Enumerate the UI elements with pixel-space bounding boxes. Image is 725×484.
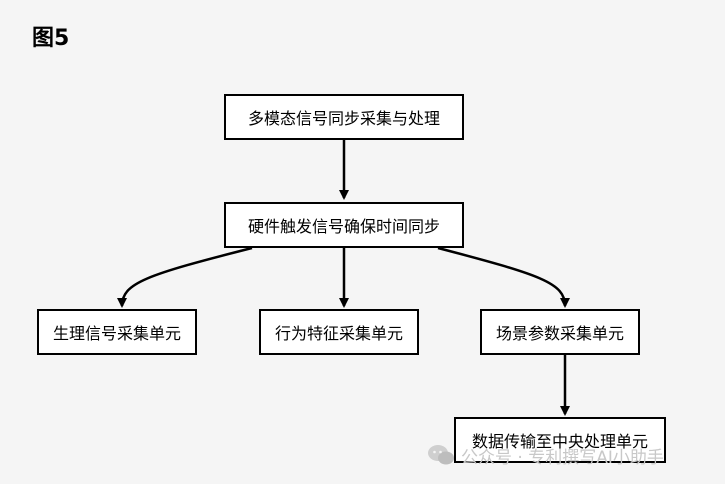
node-scene-param-unit: 场景参数采集单元 [480,309,640,355]
node-behavior-feature-unit: 行为特征采集单元 [259,309,419,355]
edge-sync-to-scene [437,246,570,308]
chat-bubbles-icon [428,445,454,465]
node-hardware-trigger-sync: 硬件触发信号确保时间同步 [224,202,464,248]
watermark: 公众号 · 专利撰写AI小助手 [427,440,664,470]
node-multimodal-sync-processing: 多模态信号同步采集与处理 [224,94,464,140]
node-physio-signal-unit: 生理信号采集单元 [37,309,197,355]
diagram-canvas: 图5 多模态信号同步采集与处理 硬件触发信号确保时间同步 生理信号采集单元 行为… [6,0,725,484]
node-central-processing-unit: 数据传输至中央处理单元 [454,417,666,463]
watermark-text: 公众号 · 专利撰写AI小助手 [461,447,664,468]
figure-label: 图5 [32,26,70,51]
edge-sync-to-physio [117,246,253,308]
edges-layer [117,139,570,416]
